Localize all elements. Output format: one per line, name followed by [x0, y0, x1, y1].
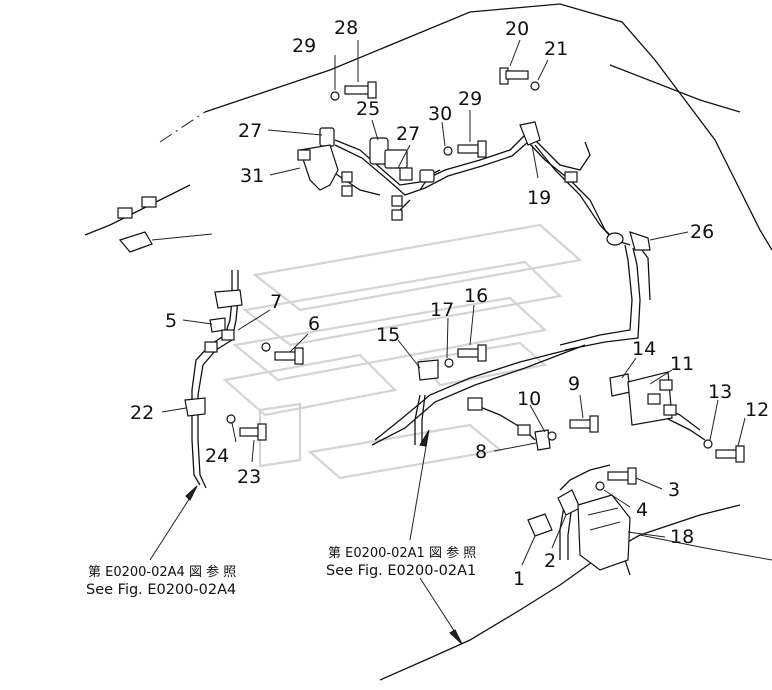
ref-a1-jp: 第 E0200-02A1 図 参 照	[328, 545, 476, 561]
callout-20: 20	[505, 18, 529, 40]
callout-11: 11	[670, 353, 694, 375]
callout-1: 1	[513, 568, 525, 590]
callout-29-top: 29	[292, 35, 316, 57]
components	[117, 67, 745, 571]
callout-27-left: 27	[238, 120, 262, 142]
callout-28-top: 28	[334, 17, 358, 39]
callout-4: 4	[636, 499, 648, 521]
wire-harness	[84, 134, 706, 576]
callout-10: 10	[517, 388, 541, 410]
callout-29-mid: 30	[428, 103, 452, 125]
callout-12: 12	[745, 399, 769, 421]
callout-19: 19	[527, 187, 551, 209]
callout-26: 26	[690, 221, 714, 243]
callout-27-right: 27	[396, 123, 420, 145]
bolt-16	[457, 344, 487, 362]
bolt-20	[499, 67, 529, 85]
callout-2: 2	[544, 550, 556, 572]
machine-outline	[159, 3, 772, 681]
callout-28-mid: 29	[458, 88, 482, 110]
callout-17: 17	[430, 299, 454, 321]
callout-24: 24	[205, 445, 229, 467]
callout-8: 8	[475, 441, 487, 463]
callout-3: 3	[668, 479, 680, 501]
callout-5: 5	[165, 310, 177, 332]
ref-a4-jp: 第 E0200-02A4 図 参 照	[88, 564, 236, 580]
bolt-23	[239, 423, 267, 441]
bolt-28-mid	[457, 140, 487, 158]
bolt-12	[715, 445, 745, 463]
callout-9: 9	[568, 373, 580, 395]
callout-14: 14	[632, 338, 656, 360]
callout-18: 18	[670, 526, 694, 548]
bolt-3	[607, 467, 637, 485]
leader-lines	[149, 39, 746, 645]
callout-13: 13	[708, 381, 732, 403]
bolt-6	[274, 347, 304, 365]
callout-30: 31	[240, 165, 264, 187]
callout-15: 15	[376, 324, 400, 346]
ref-a4-en: See Fig. E0200-02A4	[86, 582, 236, 598]
reference-notes: 第 E0200-02A4 図 参 照 See Fig. E0200-02A4 第…	[86, 545, 476, 598]
callout-16: 16	[464, 285, 488, 307]
callout-21: 21	[544, 38, 568, 60]
callout-6: 6	[308, 313, 320, 335]
callout-25: 25	[356, 98, 380, 120]
ref-a1-en: See Fig. E0200-02A1	[326, 563, 476, 579]
part-number-callouts: 29 28 25 27 27 30 29 31 20 21 19 26 5 7 …	[130, 17, 769, 590]
bolt-28-top	[344, 81, 377, 99]
callout-22: 22	[130, 402, 154, 424]
callout-7: 7	[270, 291, 282, 313]
bolt-9	[569, 415, 599, 433]
callout-23: 23	[237, 466, 261, 488]
